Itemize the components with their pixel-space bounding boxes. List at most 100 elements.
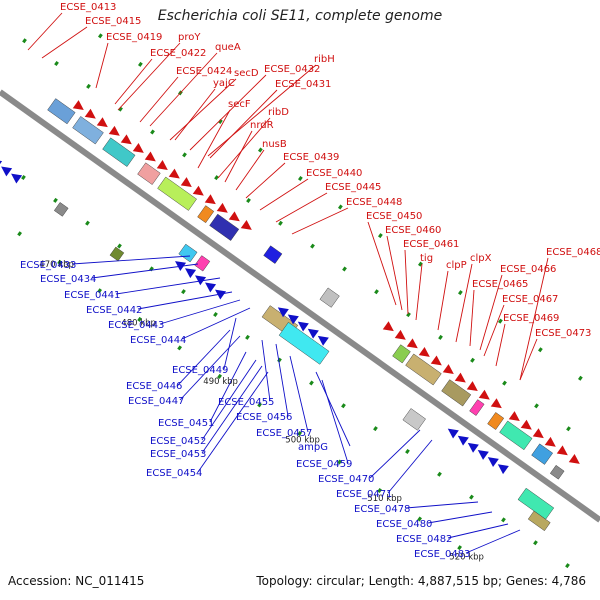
- gene-block[interactable]: [405, 353, 442, 386]
- gene-arrow[interactable]: [520, 419, 535, 434]
- gene-arrow[interactable]: [418, 346, 433, 361]
- forward-gene-label[interactable]: ECSE_0450: [366, 211, 422, 222]
- gene-arrow[interactable]: [475, 446, 489, 460]
- reverse-gene-label[interactable]: ECSE_0456: [236, 412, 292, 423]
- gene-block[interactable]: [487, 412, 505, 430]
- gene-block[interactable]: [499, 420, 533, 451]
- gene-arrow[interactable]: [490, 398, 505, 412]
- forward-gene-label[interactable]: ribH: [314, 54, 335, 65]
- gene-arrow[interactable]: [168, 168, 183, 183]
- gene-arrow[interactable]: [442, 364, 457, 378]
- forward-gene-label[interactable]: ECSE_0448: [346, 197, 402, 208]
- gene-block[interactable]: [441, 379, 472, 407]
- reverse-gene-label[interactable]: ECSE_0444: [130, 335, 186, 346]
- gene-block[interactable]: [263, 245, 283, 264]
- forward-gene-label[interactable]: secF: [228, 99, 251, 110]
- forward-gene-label[interactable]: nrdR: [250, 120, 274, 131]
- gene-arrow[interactable]: [478, 389, 493, 404]
- forward-gene-label[interactable]: ECSE_0467: [502, 294, 558, 305]
- forward-gene-label[interactable]: ECSE_0469: [503, 313, 559, 324]
- forward-gene-label[interactable]: ECSE_0465: [472, 279, 528, 290]
- gene-block[interactable]: [402, 408, 426, 431]
- gene-arrow[interactable]: [568, 453, 583, 468]
- gene-block[interactable]: [392, 344, 411, 364]
- forward-gene-label[interactable]: ECSE_0461: [403, 239, 459, 250]
- gene-arrow[interactable]: [445, 425, 459, 439]
- reverse-gene-label[interactable]: ECSE_0449: [172, 365, 228, 376]
- gene-arrow[interactable]: [204, 194, 219, 208]
- forward-gene-label[interactable]: ECSE_0432: [264, 64, 320, 75]
- forward-gene-label[interactable]: ECSE_0445: [325, 182, 381, 193]
- forward-gene-label[interactable]: ECSE_0413: [60, 2, 116, 13]
- forward-gene-label[interactable]: ECSE_0473: [535, 328, 591, 339]
- forward-gene-label[interactable]: ECSE_0440: [306, 168, 362, 179]
- gene-arrow[interactable]: [202, 278, 217, 293]
- reverse-gene-label[interactable]: ECSE_0454: [146, 468, 202, 479]
- gene-arrow[interactable]: [192, 185, 207, 200]
- gene-block[interactable]: [53, 202, 69, 217]
- gene-arrow[interactable]: [455, 432, 469, 446]
- reverse-gene-label[interactable]: ECSE_0471: [336, 489, 392, 500]
- forward-gene-label[interactable]: tig: [420, 253, 433, 264]
- gene-arrow[interactable]: [228, 211, 243, 225]
- gene-arrow[interactable]: [172, 257, 187, 271]
- forward-gene-label[interactable]: clpX: [470, 253, 492, 264]
- gene-block[interactable]: [102, 137, 136, 167]
- gene-arrow[interactable]: [72, 100, 87, 114]
- gene-block[interactable]: [549, 465, 565, 480]
- gene-block[interactable]: [194, 255, 211, 272]
- gene-arrow[interactable]: [454, 372, 469, 387]
- gene-arrow[interactable]: [285, 310, 299, 325]
- gene-arrow[interactable]: [84, 108, 99, 123]
- forward-gene-label[interactable]: ribD: [268, 107, 289, 118]
- gene-arrow[interactable]: [382, 321, 397, 335]
- gene-arrow[interactable]: [144, 151, 159, 166]
- reverse-gene-label[interactable]: ECSE_0447: [128, 396, 184, 407]
- gene-arrow[interactable]: [8, 170, 23, 184]
- gene-arrow[interactable]: [508, 411, 523, 425]
- gene-arrow[interactable]: [275, 303, 289, 318]
- gene-arrow[interactable]: [180, 177, 195, 191]
- reverse-gene-label[interactable]: ECSE_0478: [354, 504, 410, 515]
- forward-gene-label[interactable]: nusB: [262, 139, 287, 150]
- reverse-gene-label[interactable]: ECSE_0452: [150, 436, 206, 447]
- forward-gene-label[interactable]: proY: [178, 32, 201, 43]
- gene-block[interactable]: [157, 176, 197, 211]
- gene-arrow[interactable]: [532, 428, 547, 442]
- reverse-gene-label[interactable]: ECSE_0443: [108, 320, 164, 331]
- gene-arrow[interactable]: [394, 329, 409, 344]
- gene-arrow[interactable]: [108, 125, 123, 140]
- gene-arrow[interactable]: [295, 318, 309, 332]
- gene-block[interactable]: [278, 321, 330, 365]
- gene-arrow[interactable]: [240, 219, 255, 234]
- gene-arrow[interactable]: [192, 271, 207, 286]
- gene-block[interactable]: [178, 243, 198, 263]
- gene-arrow[interactable]: [465, 439, 479, 453]
- gene-arrow[interactable]: [556, 445, 571, 459]
- gene-block[interactable]: [517, 487, 555, 520]
- reverse-gene-label[interactable]: ECSE_0451: [158, 418, 214, 429]
- reverse-gene-label[interactable]: ECSE_0455: [218, 397, 274, 408]
- gene-arrow[interactable]: [544, 436, 559, 451]
- forward-gene-label[interactable]: ECSE_0415: [85, 16, 141, 27]
- forward-gene-label[interactable]: clpP: [446, 260, 467, 271]
- reverse-gene-label[interactable]: ECSE_0457: [256, 428, 312, 439]
- gene-block[interactable]: [137, 162, 161, 185]
- gene-block[interactable]: [531, 443, 553, 465]
- gene-block[interactable]: [209, 213, 240, 241]
- reverse-gene-label[interactable]: ECSE_0459: [296, 459, 352, 470]
- gene-arrow[interactable]: [132, 142, 147, 157]
- reverse-gene-label[interactable]: ECSE_0433: [20, 260, 76, 271]
- forward-gene-label[interactable]: ECSE_0431: [275, 79, 331, 90]
- gene-arrow[interactable]: [430, 355, 445, 370]
- gene-block[interactable]: [527, 510, 551, 532]
- gene-arrow[interactable]: [466, 381, 481, 395]
- forward-gene-label[interactable]: ECSE_0460: [385, 225, 441, 236]
- reverse-gene-label[interactable]: ECSE_0441: [64, 290, 120, 301]
- gene-block[interactable]: [47, 98, 76, 125]
- reverse-gene-label[interactable]: ECSE_0434: [40, 274, 96, 285]
- gene-arrow[interactable]: [182, 264, 197, 279]
- gene-arrow[interactable]: [120, 134, 135, 148]
- forward-gene-label[interactable]: yajC: [213, 78, 235, 89]
